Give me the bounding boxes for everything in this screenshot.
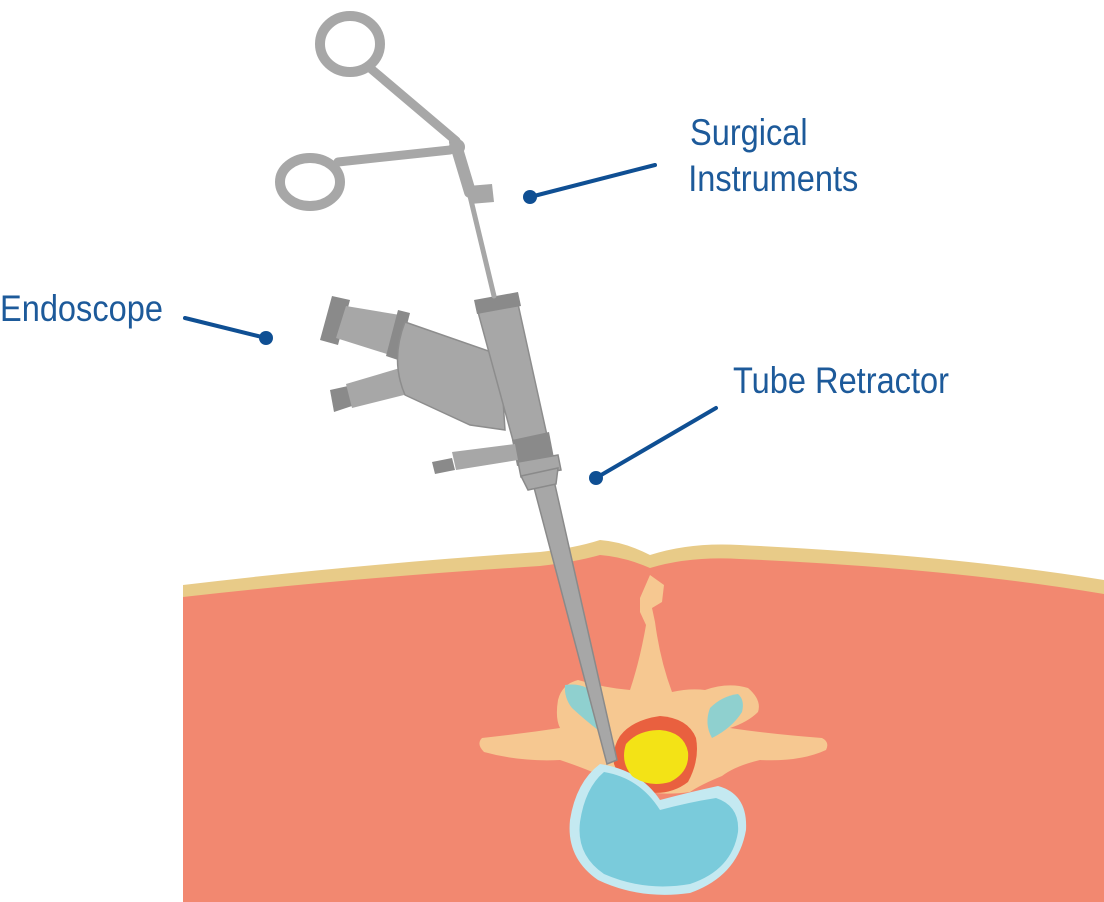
forceps-ring-upper [315,11,385,77]
tube-retractor-base [519,467,559,491]
callout-leaders [183,163,718,485]
intervertebral-disc [579,772,739,887]
endoscope-light-stem [346,368,408,408]
forceps-hinge-screw [449,139,465,155]
endoscope-eyepiece-barrel [336,306,400,355]
tube-retractor-label: Tube Retractor [733,360,949,401]
endoscope [320,296,506,431]
endoscope-light-port [330,386,352,412]
surgical-instrument-assembly [275,11,618,766]
forceps-shaft [467,193,497,299]
endoscope-leader [183,316,268,340]
surgical-instruments-label: Surgical Instruments [688,110,859,202]
tube-retractor-leader [594,406,718,480]
forceps-arm-upper [365,63,460,145]
endoscope-housing [396,321,506,431]
surgical-forceps [275,11,497,299]
endoscope-eyepiece [320,296,350,345]
irrigation-valve-stem [452,444,518,470]
surgical-instruments-label-line1: Surgical [690,112,808,153]
endoscope-label: Endoscope [0,288,163,329]
forceps-ring-lower [275,153,345,211]
tube-retractor-cap [474,292,521,314]
facet-joint-right [707,694,743,738]
endoscope-dot [259,331,273,345]
irrigation-valve [432,458,455,474]
surgical-instruments-label-line2: Instruments [688,158,859,199]
surgical-instruments-leader [528,163,657,199]
spinous-process [479,575,828,794]
forceps-arm-lower [333,145,455,167]
forceps-lock [468,184,494,204]
tube-retractor-dot [589,471,603,485]
surgical-instruments-dot [523,190,537,204]
spinal-cord [624,730,689,784]
